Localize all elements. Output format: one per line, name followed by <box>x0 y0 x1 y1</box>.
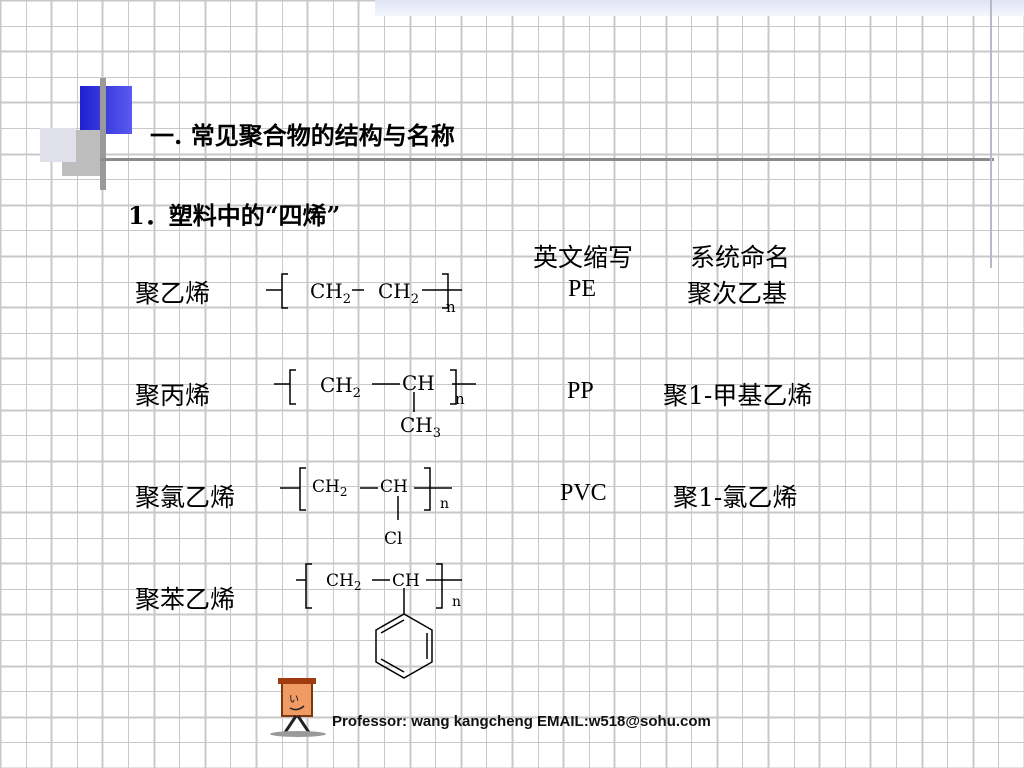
svg-text:CH: CH <box>380 477 408 497</box>
svg-text:n: n <box>446 298 456 316</box>
accent-vertical-bar <box>100 78 106 190</box>
system-name-pvc: 聚1-氯乙烯 <box>673 483 798 512</box>
formula-polypropylene: CH2 CH n CH3 <box>274 369 476 440</box>
system-name-pp: 聚1-甲基乙烯 <box>663 381 813 410</box>
header-system-name: 系统命名 <box>690 243 791 272</box>
svg-text:CH: CH <box>402 371 435 395</box>
accent-square-blue <box>80 86 132 134</box>
footer-credit: Professor: wang kangcheng EMAIL:w518@soh… <box>332 713 711 730</box>
top-band <box>375 0 1024 16</box>
formula-polyvinyl-chloride: CH2 CH n Cl <box>280 467 452 549</box>
svg-text:CH2: CH2 <box>310 279 351 307</box>
formula-polystyrene: CH2 CH n <box>296 563 462 679</box>
svg-text:CH3: CH3 <box>400 413 441 440</box>
abbr-pp: PP <box>567 378 594 404</box>
title-underline <box>100 158 994 161</box>
polymer-name-pe: 聚乙烯 <box>135 279 211 308</box>
right-vertical-line <box>990 0 992 268</box>
svg-text:ぃ: ぃ <box>288 691 300 705</box>
header-abbr: 英文缩写 <box>533 243 634 272</box>
svg-text:n: n <box>452 594 461 610</box>
slide-title: 一. 常见聚合物的结构与名称 <box>150 121 455 150</box>
section-heading: 1．塑料中的“四烯” <box>128 201 341 230</box>
professor-mascot-icon: ぃ <box>270 678 326 737</box>
system-name-pe: 聚次乙基 <box>687 279 788 308</box>
svg-text:CH2: CH2 <box>312 477 347 499</box>
svg-text:CH2: CH2 <box>378 279 419 307</box>
abbr-pe: PE <box>568 276 597 302</box>
svg-text:n: n <box>455 390 465 408</box>
polymer-name-pvc: 聚氯乙烯 <box>135 483 236 512</box>
svg-text:CH: CH <box>392 571 420 591</box>
accent-square-light <box>40 128 76 162</box>
abbr-pvc: PVC <box>560 480 607 506</box>
polymer-name-ps: 聚苯乙烯 <box>135 585 236 614</box>
svg-text:Cl: Cl <box>384 529 402 549</box>
svg-text:n: n <box>440 496 449 512</box>
svg-text:CH2: CH2 <box>326 571 361 593</box>
polymer-name-pp: 聚丙烯 <box>135 381 211 410</box>
formula-polyethylene: CH2 CH2 n <box>266 273 462 316</box>
svg-text:CH2: CH2 <box>320 373 361 401</box>
